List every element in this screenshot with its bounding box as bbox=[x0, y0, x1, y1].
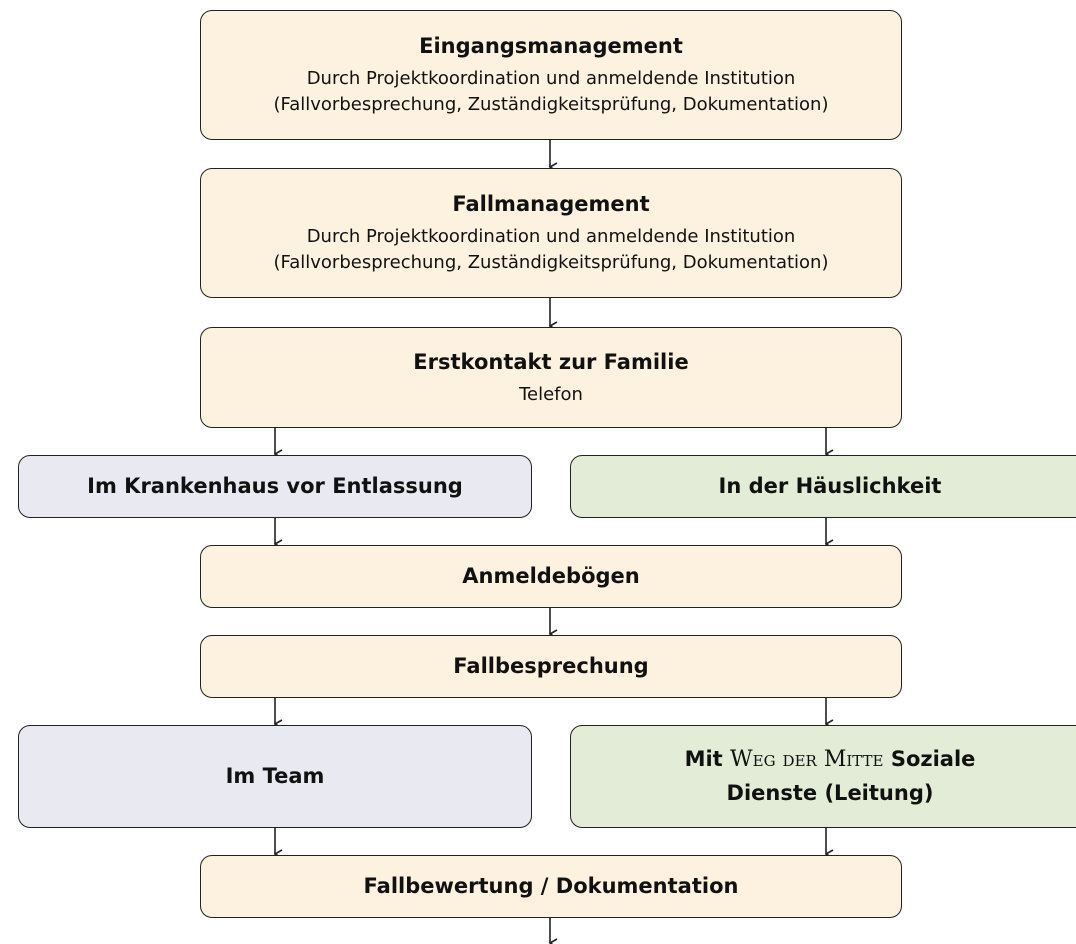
box-mit-line2: Dienste (Leitung) bbox=[726, 781, 934, 806]
box-anmeldeboegen-title: Anmeldebögen bbox=[462, 564, 640, 589]
box-fallmanagement-line2: (Fallvorbesprechung, Zuständigkeitsprüfu… bbox=[273, 252, 829, 274]
box-mit-suffix: Soziale bbox=[890, 747, 976, 772]
box-fallbesprechung-title: Fallbesprechung bbox=[453, 654, 649, 679]
box-team: Im Team bbox=[18, 725, 532, 828]
organization-name: Weg der Mitte bbox=[730, 747, 884, 773]
box-haeuslichkeit: In der Häuslichkeit bbox=[570, 455, 1076, 518]
box-krankenhaus-title: Im Krankenhaus vor Entlassung bbox=[87, 474, 463, 499]
box-fallmanagement-title: Fallmanagement bbox=[452, 192, 650, 217]
box-fallbewertung-title: Fallbewertung / Dokumentation bbox=[363, 874, 739, 899]
box-haeuslichkeit-title: In der Häuslichkeit bbox=[718, 474, 942, 499]
box-fallbewertung: Fallbewertung / Dokumentation bbox=[200, 855, 902, 918]
box-eingangsmanagement-line1: Durch Projektkoordination und anmeldende… bbox=[306, 67, 796, 89]
box-eingangsmanagement-line2: (Fallvorbesprechung, Zuständigkeitsprüfu… bbox=[273, 94, 829, 116]
box-erstkontakt-sub: Telefon bbox=[519, 383, 583, 405]
box-erstkontakt-title: Erstkontakt zur Familie bbox=[413, 349, 689, 374]
box-erstkontakt: Erstkontakt zur Familie Telefon bbox=[200, 327, 902, 428]
box-mit-line1: Mit Weg der Mitte Soziale bbox=[575, 745, 1076, 775]
box-mit-leitung: Mit Weg der Mitte Soziale Dienste (Leitu… bbox=[570, 725, 1076, 828]
box-fallbesprechung: Fallbesprechung bbox=[200, 635, 902, 698]
box-team-title: Im Team bbox=[225, 764, 325, 789]
box-fallmanagement: Fallmanagement Durch Projektkoordination… bbox=[200, 168, 902, 298]
box-fallmanagement-line1: Durch Projektkoordination und anmeldende… bbox=[306, 225, 796, 247]
box-krankenhaus: Im Krankenhaus vor Entlassung bbox=[18, 455, 532, 518]
box-mit-prefix: Mit bbox=[684, 747, 723, 772]
box-eingangsmanagement-title: Eingangsmanagement bbox=[419, 34, 683, 59]
box-eingangsmanagement: Eingangsmanagement Durch Projektkoordina… bbox=[200, 10, 902, 140]
box-anmeldeboegen: Anmeldebögen bbox=[200, 545, 902, 608]
